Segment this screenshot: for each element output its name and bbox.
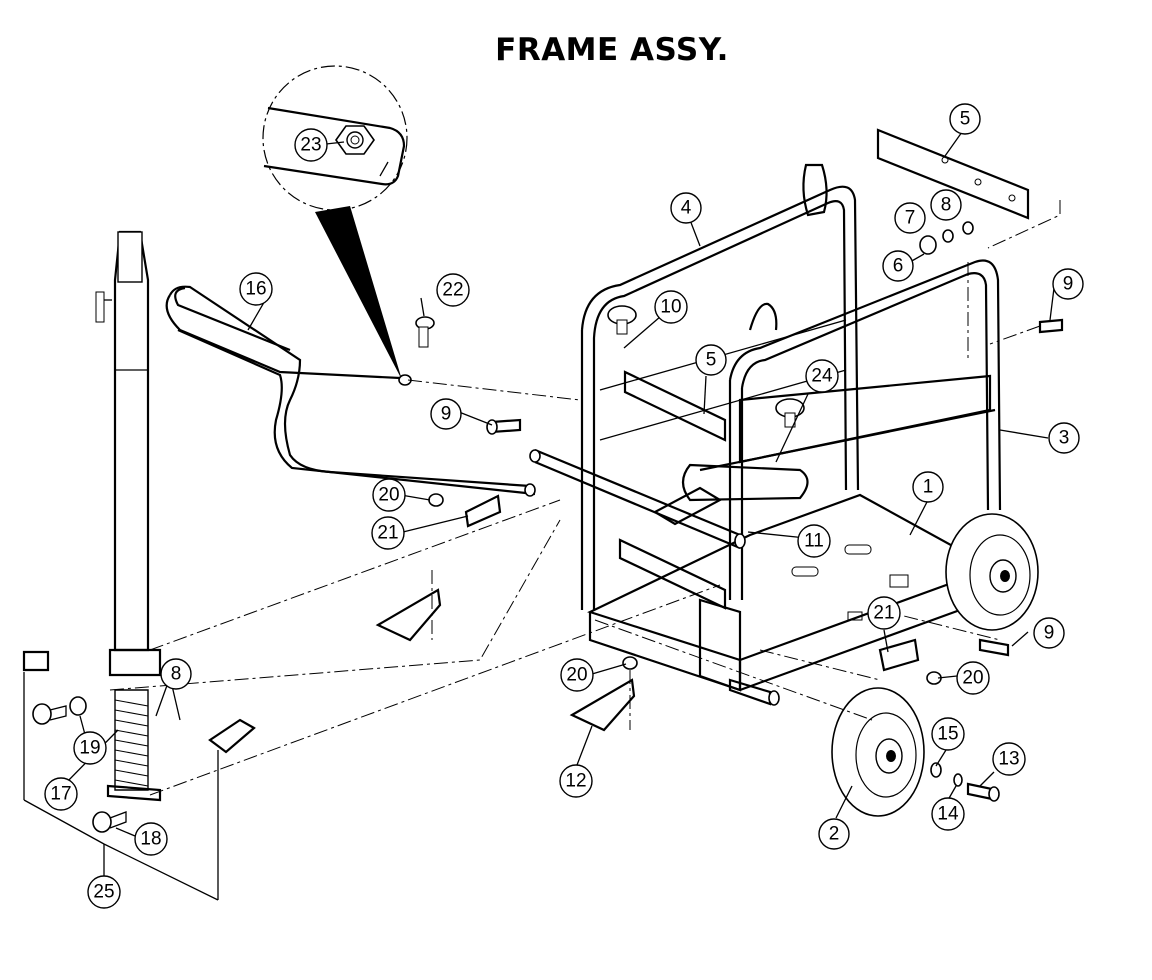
base-plate [587, 493, 962, 692]
callout-9-right: 9 [1052, 268, 1084, 300]
callout-23: 23 [294, 128, 328, 162]
callout-14: 14 [931, 797, 965, 831]
callout-label: 11 [804, 531, 824, 552]
callout-16: 16 [239, 272, 273, 306]
callout-8-top: 8 [930, 189, 962, 221]
callout-21-right: 21 [867, 596, 901, 630]
bolt-9-b [1038, 318, 1064, 334]
knob-10 [607, 305, 637, 335]
bracket-21-b [878, 638, 920, 672]
callout-label: 19 [79, 738, 100, 759]
callout-label: 8 [171, 664, 182, 685]
callout-label: 9 [1063, 274, 1074, 295]
callout-20-right: 20 [956, 661, 990, 695]
callout-label: 1 [923, 477, 934, 498]
callout-label: 18 [140, 829, 161, 850]
callout-label: 7 [905, 208, 916, 229]
washer-14-15 [930, 762, 963, 787]
callout-label: 13 [998, 749, 1019, 770]
lift-bar [529, 448, 809, 550]
callout-22: 22 [436, 273, 470, 307]
callout-1: 1 [912, 471, 944, 503]
leader-lines [23, 131, 1055, 901]
lever-clamp [208, 718, 256, 754]
callout-label: 17 [50, 784, 71, 805]
callout-label: 21 [873, 603, 894, 624]
callout-3: 3 [1048, 422, 1080, 454]
callout-15: 15 [931, 717, 965, 751]
bolt-20-b [622, 656, 638, 670]
callout-13: 13 [992, 742, 1026, 776]
callout-label: 20 [962, 668, 983, 689]
callout-label: 12 [565, 771, 586, 792]
callout-label: 10 [660, 297, 681, 318]
callout-25: 25 [87, 875, 121, 909]
cap-25 [22, 650, 50, 672]
callout-label: 14 [937, 804, 959, 825]
detail-inset [262, 65, 408, 380]
callout-label: 25 [93, 882, 114, 903]
callout-label: 2 [829, 824, 840, 845]
callout-label: 9 [441, 404, 452, 425]
bolt-18-b [92, 811, 127, 833]
callout-19: 19 [73, 731, 107, 765]
callout-label: 22 [442, 280, 463, 301]
callout-label: 20 [378, 485, 399, 506]
callout-label: 21 [377, 523, 398, 544]
diagram-title: FRAME ASSY. [495, 32, 729, 68]
callout-label: 23 [300, 135, 321, 156]
callout-label: 5 [960, 109, 971, 130]
callout-label: 15 [937, 724, 958, 745]
bolt-9-a [486, 418, 522, 435]
bolt-20-a [428, 493, 444, 507]
wheel-front [831, 687, 925, 817]
callout-24: 24 [805, 359, 839, 393]
clip-12-a [375, 588, 442, 642]
axle [728, 678, 780, 706]
bolt-18 [32, 703, 67, 725]
callout-label: 4 [681, 198, 692, 219]
washer-19 [69, 696, 87, 716]
callout-label: 5 [706, 350, 717, 371]
callout-5-top: 5 [949, 103, 981, 135]
callout-20-mid: 20 [560, 658, 594, 692]
callout-20-left: 20 [372, 478, 406, 512]
assembly-lines [109, 200, 1061, 796]
bolt-22 [415, 316, 435, 348]
callout-label: 6 [893, 256, 904, 277]
callout-10: 10 [654, 290, 688, 324]
callout-6: 6 [882, 250, 914, 282]
callout-label: 24 [811, 366, 833, 387]
callout-12: 12 [559, 764, 593, 798]
knob-24 [775, 398, 805, 428]
bolt-9-c [978, 638, 1010, 657]
callout-17: 17 [44, 777, 78, 811]
callout-9-lower: 9 [1033, 617, 1065, 649]
callout-11: 11 [797, 524, 831, 558]
clip-12-b [569, 678, 636, 732]
callout-label: 3 [1059, 428, 1070, 449]
callout-label: 8 [941, 195, 952, 216]
mast-column [95, 230, 162, 802]
callout-21-left: 21 [371, 516, 405, 550]
callout-5-mid: 5 [695, 344, 727, 376]
bolt-13 [966, 782, 1000, 802]
cross-brace-top [876, 128, 1030, 220]
callout-4: 4 [670, 192, 702, 224]
callout-18: 18 [134, 822, 168, 856]
callout-9-left: 9 [430, 398, 462, 430]
wheel-rear [945, 513, 1039, 631]
nut-washer-6-7-8 [919, 221, 974, 255]
callout-label: 9 [1044, 623, 1055, 644]
callout-8-left: 8 [160, 658, 192, 690]
callout-2: 2 [818, 818, 850, 850]
callout-label: 20 [566, 665, 587, 686]
handle-tube [165, 285, 536, 497]
callout-label: 16 [245, 279, 266, 300]
callout-7: 7 [894, 202, 926, 234]
bracket-21-a [464, 494, 502, 528]
